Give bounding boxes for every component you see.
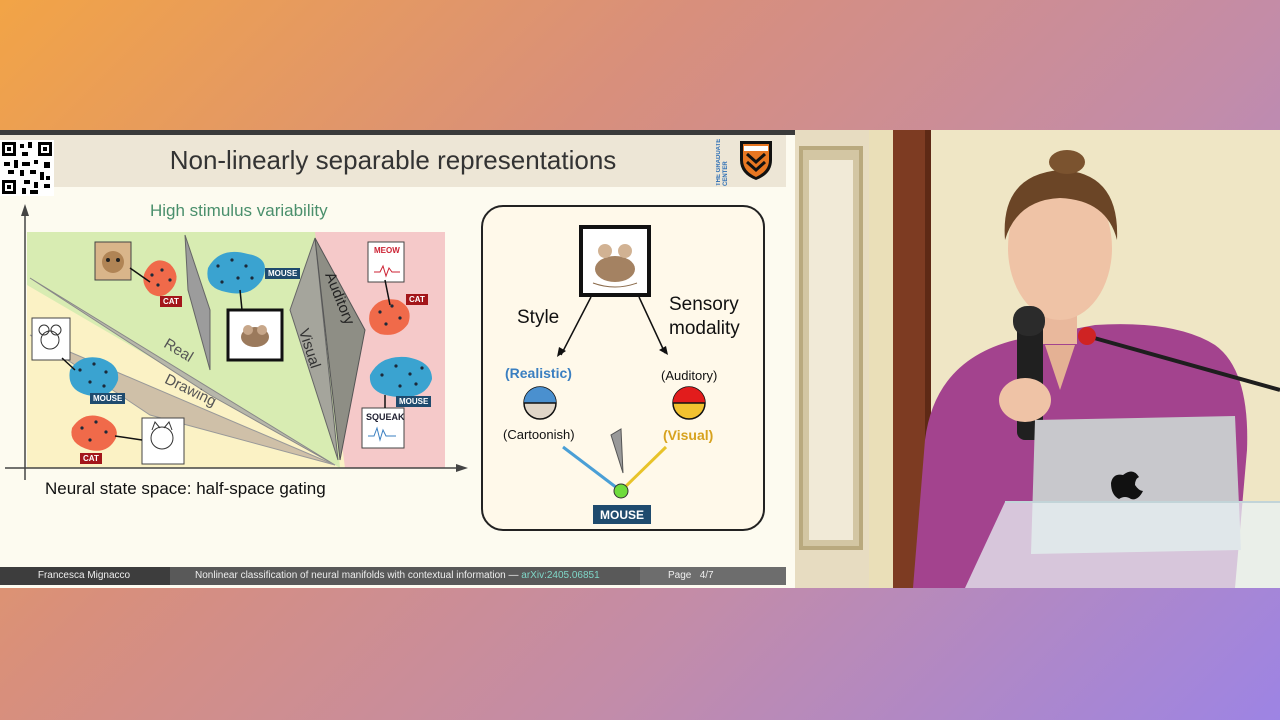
cat-blob-sound <box>369 299 410 335</box>
slide-title: Non-linearly separable representations <box>169 145 617 175</box>
mouse-tag: MOUSE <box>265 268 301 279</box>
cat-tag: CAT <box>406 294 428 305</box>
cartoonish-label: (Cartoonish) <box>503 427 575 442</box>
cat-tag: CAT <box>80 453 102 464</box>
squeak-label: SQUEAK <box>366 412 405 422</box>
state-space-region-green <box>27 232 340 468</box>
meow-label: MEOW <box>374 246 400 255</box>
mouse-tag: MOUSE <box>396 396 432 407</box>
cat-blob-drawing <box>71 415 117 451</box>
style-label: Style <box>517 307 560 328</box>
cat-tag: CAT <box>160 296 182 307</box>
presentation-slide: Non-linearly separable representations T… <box>0 130 795 588</box>
cat-drawing-thumbnail <box>141 417 185 465</box>
mic-stand-arm <box>1086 334 1280 392</box>
neural-state-space-diagram <box>5 204 468 480</box>
mic-stand-tip <box>1078 327 1096 345</box>
cat-blob-real <box>143 260 177 297</box>
slide-header-band <box>0 135 786 187</box>
slide-subtitle: High stimulus variability <box>150 201 328 220</box>
auditory-label: (Auditory) <box>661 368 718 383</box>
speaker-hair <box>1004 170 1118 240</box>
speaker-face <box>1008 176 1112 320</box>
plane-visual <box>289 237 339 461</box>
mouse-output-badge <box>593 505 651 524</box>
page-number: 4/7 <box>699 570 714 581</box>
glass-podium <box>965 502 1280 588</box>
footer-paper: Nonlinear classification of neural manif… <box>195 570 600 581</box>
panel-diagram <box>523 225 706 524</box>
sensory-label: Sensory <box>669 294 739 315</box>
mouse-output-label: MOUSE <box>599 508 644 522</box>
mouse-blob-drawing <box>69 357 119 397</box>
diagram-caption: Neural state space: half-space gating <box>45 479 326 498</box>
arxiv-link[interactable]: arXiv:2405.06851 <box>521 570 600 581</box>
speaker-hand <box>999 378 1051 422</box>
speaker-video-feed <box>795 130 1280 588</box>
princeton-shield-icon <box>740 141 772 180</box>
visual-label: (Visual) <box>663 427 714 443</box>
graduate-center-logo: THE GRADUATE CENTER <box>716 138 729 186</box>
divider-plane <box>184 234 211 371</box>
modality-label: modality <box>669 318 740 339</box>
mouse-drawing-thumbnail <box>31 317 71 361</box>
footer-author: Francesca Mignacco <box>37 570 131 581</box>
slide-top-bar <box>0 130 795 135</box>
qr-code-icon <box>0 140 54 196</box>
page-label: Page <box>668 570 692 581</box>
context-gating-panel: Style Sensory modality (Realistic) (Cart… <box>481 205 765 531</box>
mouse-blob-sound <box>369 356 432 398</box>
footer-page: Page 4/7 <box>668 570 714 581</box>
apple-logo-icon <box>1111 471 1143 500</box>
plane-auditory <box>314 237 366 461</box>
plane-real <box>29 277 336 466</box>
realistic-label: (Realistic) <box>505 365 572 381</box>
speaker-scene <box>795 130 1280 588</box>
mouse-stimulus-image <box>579 225 651 297</box>
mouse-tag: MOUSE <box>90 393 126 404</box>
footer-paper-title: Nonlinear classification of neural manif… <box>195 570 519 581</box>
squeak-sound-thumbnail <box>361 407 405 449</box>
slide-footer: Francesca Mignacco Nonlinear classificat… <box>0 567 786 585</box>
